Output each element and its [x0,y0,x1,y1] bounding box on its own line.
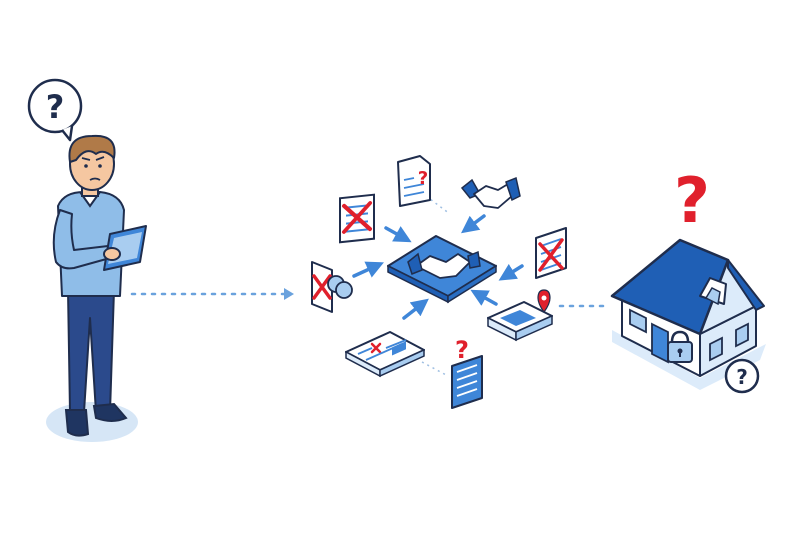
house-question-mark: ? [674,164,710,237]
arrow-icon [284,288,294,300]
person-brow [81,156,105,161]
handshake-hub [387,235,497,304]
person-eye-left [84,164,88,168]
house-icon [610,238,766,390]
document-icon: ? [397,155,431,207]
confused-person [46,134,147,442]
person-eye-right [98,164,102,168]
person-arm-left [52,209,111,270]
rejected-card-icon [311,261,353,313]
person-hair [68,134,116,163]
person-legs [67,289,115,413]
document-icon: ? [451,336,483,409]
contract-document-icon [345,331,425,378]
guide-lines [421,195,451,377]
handshake-icon [460,176,521,209]
floor-shadow [46,402,138,442]
person-question-mark: ? [46,88,65,126]
arrow-icon [498,263,524,281]
question-badge-icon: ? [724,358,760,394]
location-pin-icon [537,289,551,314]
speech-bubble-icon: ? [27,78,83,142]
padlock-icon [667,330,693,363]
paper-question-mark: ? [455,336,469,364]
handshake-icon [407,250,481,279]
arrow-icon [461,214,486,234]
document-question-mark: ? [418,168,428,189]
arrow-icon [470,289,498,306]
arrow-icon [352,261,384,278]
house-badge-question-mark: ? [736,365,748,389]
inward-arrows [352,214,524,320]
person-hand [103,247,121,261]
forbidden-document-icon [339,193,375,244]
arrow-icon [384,226,412,243]
person-shoe-right [92,402,128,422]
location-card-icon [487,289,553,342]
person-mouth [89,177,101,181]
forbidden-document-icon [535,227,567,279]
arrow-icon [402,298,429,320]
person-shoe-left [64,409,90,437]
